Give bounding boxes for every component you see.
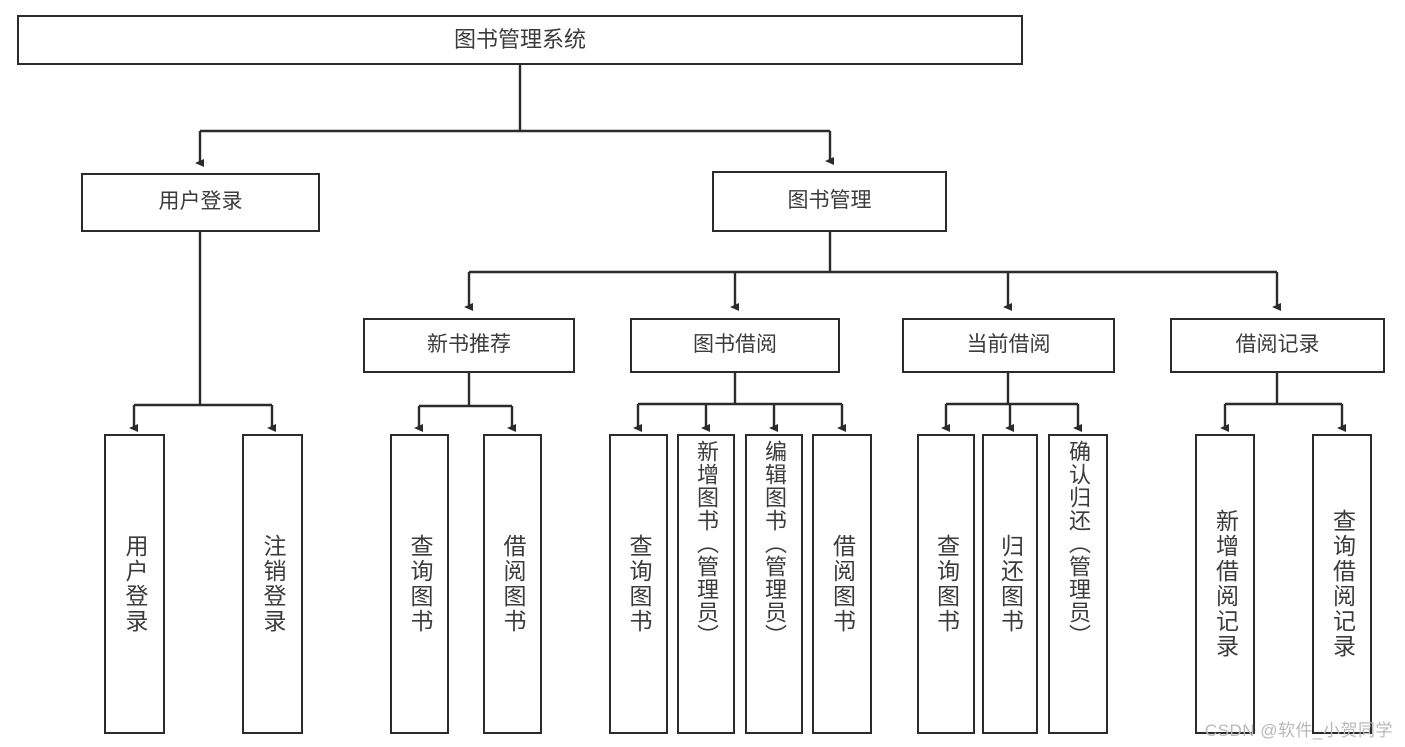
node-leaf-query-record[interactable]: 查询借阅记录 xyxy=(1312,434,1372,734)
node-label: 图书管理 xyxy=(787,189,872,213)
node-leaf-add-book[interactable]: 新增图书（管理员） xyxy=(677,434,735,734)
node-label: 借阅图书 xyxy=(500,534,526,634)
node-borrow-record[interactable]: 借阅记录 xyxy=(1170,318,1385,373)
node-label: 查询图书 xyxy=(626,534,652,634)
node-label: 查询图书 xyxy=(933,534,960,634)
node-leaf-add-record[interactable]: 新增借阅记录 xyxy=(1195,434,1255,734)
node-leaf-user-login[interactable]: 用户登录 xyxy=(104,434,165,734)
node-leaf-edit-book[interactable]: 编辑图书（管理员） xyxy=(745,434,803,734)
node-label: 查询借阅记录 xyxy=(1329,509,1356,659)
node-label: 图书借阅 xyxy=(693,333,777,357)
node-label: 新增图书（管理员） xyxy=(694,440,719,647)
node-leaf-query-book-1[interactable]: 查询图书 xyxy=(390,434,449,734)
node-label: 注销登录 xyxy=(260,534,286,634)
node-leaf-confirm-return[interactable]: 确认归还（管理员） xyxy=(1048,434,1108,734)
node-leaf-return-book[interactable]: 归还图书 xyxy=(982,434,1038,734)
node-label: 编辑图书（管理员） xyxy=(762,440,787,647)
node-leaf-borrow-book-2[interactable]: 借阅图书 xyxy=(812,434,872,734)
node-user-login[interactable]: 用户登录 xyxy=(81,173,320,232)
node-label: 借阅图书 xyxy=(829,534,856,634)
node-leaf-query-book-2[interactable]: 查询图书 xyxy=(609,434,668,734)
node-book-borrow[interactable]: 图书借阅 xyxy=(630,318,840,373)
node-root-system[interactable]: 图书管理系统 xyxy=(17,15,1023,65)
node-label: 借阅记录 xyxy=(1235,333,1320,357)
node-label: 新增借阅记录 xyxy=(1212,509,1239,659)
node-label: 用户登录 xyxy=(158,190,243,214)
node-label: 用户登录 xyxy=(122,534,148,634)
node-new-book-recommend[interactable]: 新书推荐 xyxy=(363,318,575,373)
node-leaf-query-book-3[interactable]: 查询图书 xyxy=(917,434,975,734)
node-label: 归还图书 xyxy=(997,534,1024,634)
node-leaf-user-logout[interactable]: 注销登录 xyxy=(242,434,303,734)
node-book-management[interactable]: 图书管理 xyxy=(712,171,947,232)
node-label: 查询图书 xyxy=(407,534,433,634)
node-label: 图书管理系统 xyxy=(453,27,586,53)
csdn-watermark: CSDN @软件_小贺同学 xyxy=(1204,721,1393,740)
node-leaf-borrow-book-1[interactable]: 借阅图书 xyxy=(483,434,542,734)
node-label: 确认归还（管理员） xyxy=(1066,440,1091,647)
node-current-borrow[interactable]: 当前借阅 xyxy=(902,318,1115,373)
node-label: 当前借阅 xyxy=(966,333,1051,357)
node-label: 新书推荐 xyxy=(427,333,511,357)
